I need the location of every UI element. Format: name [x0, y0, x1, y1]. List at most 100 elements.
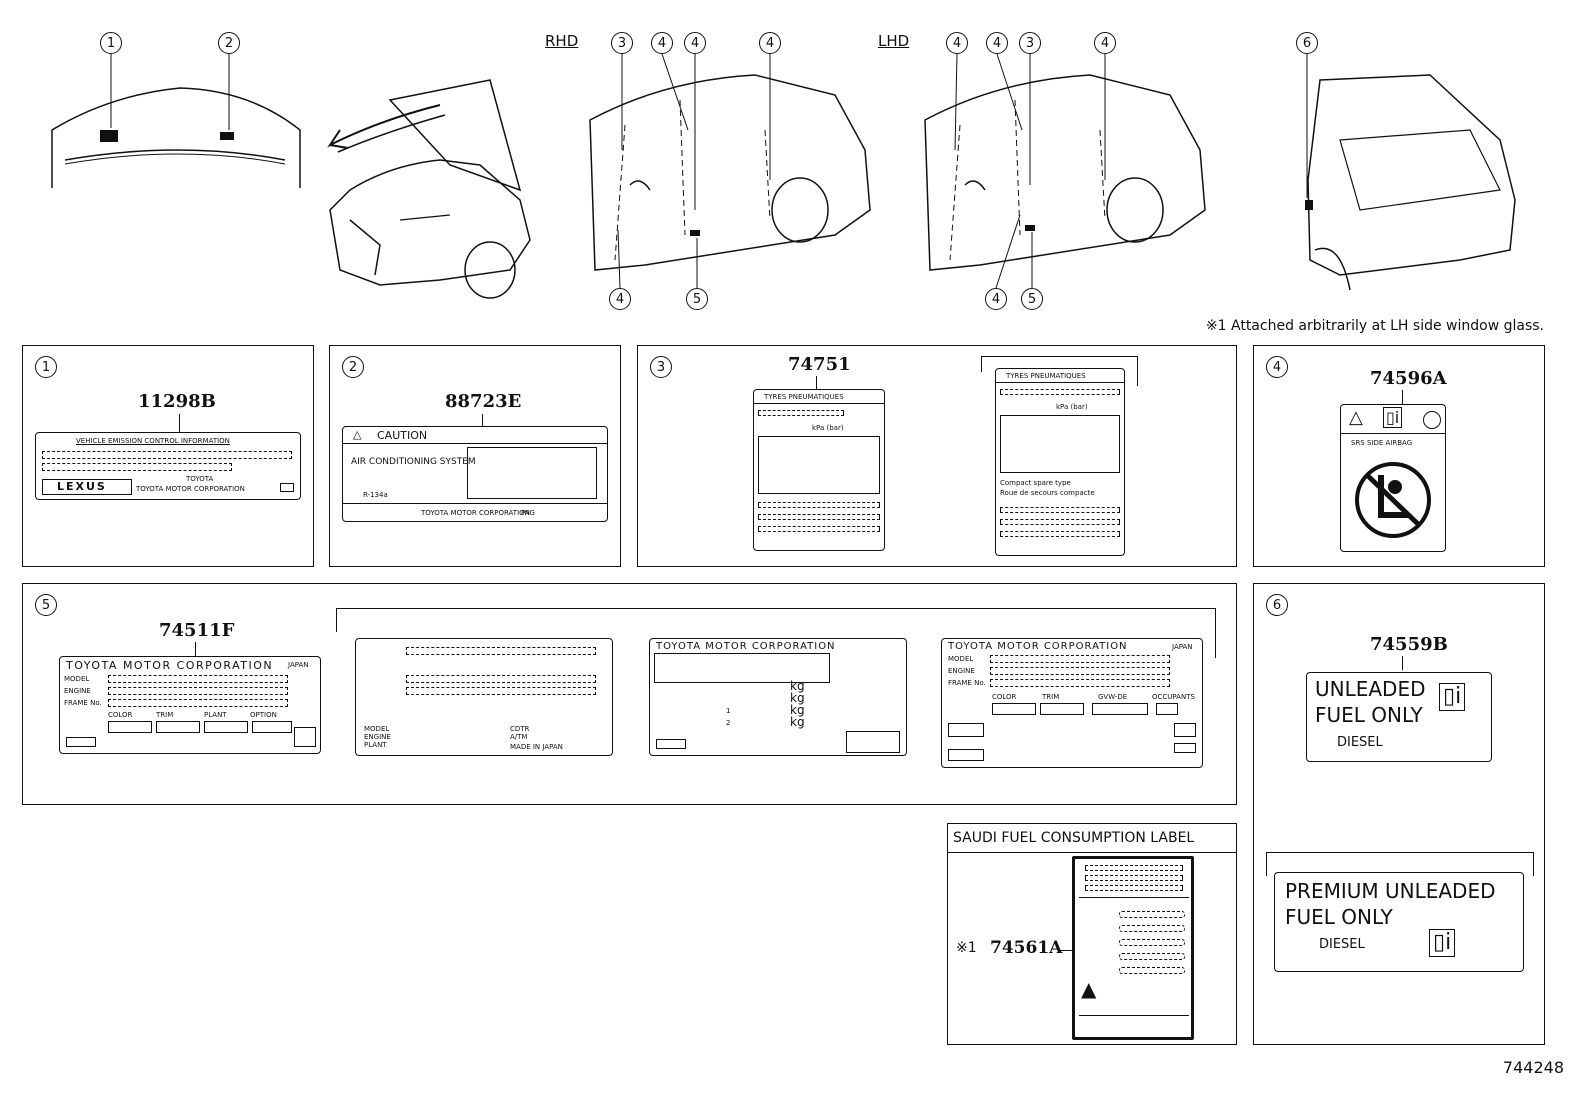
tyre-label-b: TYRES PNEUMATIQUES kPa (bar) Compact spa…: [995, 368, 1125, 556]
ac-caution-label: CAUTION △ AIR CONDITIONING SYSTEM R-134a…: [342, 426, 608, 522]
callout-5-rhd: 5: [686, 288, 708, 310]
panel-1: 1 11298B VEHICLE EMISSION CONTROL INFORM…: [22, 345, 314, 567]
callout-3-lhd: 3: [1019, 32, 1041, 54]
saudi-warning-triangle-icon: ▲: [1081, 977, 1097, 1001]
manual-book-icon: ▯i: [1429, 929, 1456, 957]
vin-plate-c: TOYOTA MOTOR CORPORATION kg kg kg kg 1 2: [649, 638, 907, 756]
manual-book-icon: ▯i: [1383, 407, 1403, 428]
pag-text: PAG: [521, 509, 535, 517]
vin-plate-a-trim: TRIM: [156, 711, 174, 719]
srs-airbag-text: SRS SIDE AIRBAG: [1351, 439, 1413, 447]
part-number-74751: 74751: [788, 354, 851, 375]
vin-plate-a-model: MODEL: [64, 675, 90, 683]
unleaded-text: UNLEADED: [1315, 677, 1426, 701]
tyre-label-a: TYRES PNEUMATIQUES kPa (bar): [753, 389, 885, 551]
lexus-logo-text: LEXUS: [57, 480, 107, 493]
warning-triangle-icon: △: [353, 428, 362, 441]
vin-plate-d-frame: FRAME No.: [948, 679, 986, 687]
callout-4-rhd-a: 4: [651, 32, 673, 54]
panel-1-callout: 1: [35, 356, 57, 378]
vin-plate-a-japan: JAPAN: [288, 661, 309, 669]
vin-plate-c-maker: TOYOTA MOTOR CORPORATION: [656, 641, 836, 652]
vin-plate-c-kg-1: kg: [790, 679, 805, 693]
panel-2: 2 88723E CAUTION △ AIR CONDITIONING SYST…: [329, 345, 621, 567]
diesel-text: DIESEL: [1337, 735, 1383, 750]
caution-text: CAUTION: [377, 429, 428, 442]
vin-plate-d-engine: ENGINE: [948, 667, 975, 675]
vin-plate-c-one: 1: [726, 707, 731, 715]
vin-plate-a-plant: PLANT: [204, 711, 227, 719]
panel-4: 4 74596A △ ▯i SRS SIDE AIRBAG: [1253, 345, 1545, 567]
callout-4-lhd-c: 4: [1094, 32, 1116, 54]
fuel-only-text: FUEL ONLY: [1315, 703, 1423, 727]
callout-5-lhd: 5: [1021, 288, 1043, 310]
emission-label: VEHICLE EMISSION CONTROL INFORMATION LEX…: [35, 432, 301, 500]
srs-airbag-label: △ ▯i SRS SIDE AIRBAG: [1340, 404, 1446, 552]
callout-4-rhd-c: 4: [759, 32, 781, 54]
vin-plate-b-engine: ENGINE: [364, 733, 391, 741]
vin-plate-c-kg-3: kg: [790, 703, 805, 717]
saudi-fuel-panel: SAUDI FUEL CONSUMPTION LABEL ※1 74561A ▲: [947, 823, 1237, 1045]
vin-plate-b-model: MODEL: [364, 725, 390, 733]
part-number-74596a: 74596A: [1370, 368, 1447, 389]
tyre-label-b-roue: Roue de secours compacte: [1000, 489, 1095, 497]
panel-2-callout: 2: [342, 356, 364, 378]
rhd-label: RHD: [545, 32, 579, 50]
part-number-88723e: 88723E: [445, 391, 522, 412]
vin-plate-c-kg-4: kg: [790, 715, 805, 729]
vin-plate-d: TOYOTA MOTOR CORPORATION JAPAN MODEL ENG…: [941, 638, 1203, 768]
circle-icon: [1423, 411, 1441, 429]
diesel-text-2: DIESEL: [1319, 937, 1365, 952]
part-number-74511f: 74511F: [159, 620, 235, 641]
panel-6: 6 74559B UNLEADED FUEL ONLY DIESEL ▯i PR…: [1253, 583, 1545, 1045]
vin-plate-d-gvwr: GVW-DE: [1098, 693, 1128, 701]
toyota-text: TOYOTA: [186, 475, 214, 483]
vin-plate-a: TOYOTA MOTOR CORPORATION JAPAN MODEL ENG…: [59, 656, 321, 754]
vin-plate-d-model: MODEL: [948, 655, 974, 663]
callout-3-rhd: 3: [611, 32, 633, 54]
part-number-74559b: 74559B: [1370, 634, 1448, 655]
callout-4-rhd-d: 4: [609, 288, 631, 310]
vin-plate-d-trim: TRIM: [1042, 693, 1060, 701]
illustration-arrow: [327, 104, 446, 153]
vin-plate-b-atm: A/TM: [510, 733, 528, 741]
panel-5-callout: 5: [35, 594, 57, 616]
callout-4-rhd-b: 4: [684, 32, 706, 54]
vin-plate-a-frame: FRAME No.: [64, 699, 102, 707]
part-number-11298b: 11298B: [138, 391, 216, 412]
emission-label-title: VEHICLE EMISSION CONTROL INFORMATION: [76, 437, 230, 445]
callout-4-lhd-d: 4: [985, 288, 1007, 310]
saudi-title: SAUDI FUEL CONSUMPTION LABEL: [953, 830, 1195, 846]
warning-triangle-icon: △: [1349, 407, 1363, 428]
lexus-logo-box: LEXUS: [42, 479, 132, 495]
lhd-label: LHD: [878, 32, 910, 50]
saudi-mark: ※1: [956, 940, 977, 956]
vin-plate-c-kg-2: kg: [790, 691, 805, 705]
refrigerant-text: R-134a: [363, 491, 388, 499]
illustration-car-rear: [1305, 74, 1516, 291]
callout-4-lhd-a: 4: [946, 32, 968, 54]
toyota-corp-text: TOYOTA MOTOR CORPORATION: [136, 485, 245, 493]
callout-leaders: [110, 53, 1308, 289]
tyre-label-a-title: TYRES PNEUMATIQUES: [764, 393, 844, 401]
panel-5: 5 74511F TOYOTA MOTOR CORPORATION JAPAN …: [22, 583, 1237, 805]
panel-6-callout: 6: [1266, 594, 1288, 616]
vin-plate-d-maker: TOYOTA MOTOR CORPORATION: [948, 641, 1128, 652]
vin-plate-a-color: COLOR: [108, 711, 133, 719]
illustration-car-side-rhd: [589, 74, 871, 271]
unleaded-fuel-label: UNLEADED FUEL ONLY DIESEL ▯i: [1306, 672, 1492, 762]
panel-3-callout: 3: [650, 356, 672, 378]
panel-4-callout: 4: [1266, 356, 1288, 378]
vin-plate-d-color: COLOR: [992, 693, 1017, 701]
vin-plate-a-maker: TOYOTA MOTOR CORPORATION: [66, 659, 274, 672]
vin-plate-d-occupants: OCCUPANTS: [1152, 693, 1195, 701]
manual-book-icon: ▯i: [1439, 683, 1466, 711]
vin-plate-b-cdtr: CDTR: [510, 725, 530, 733]
illustration-hood-closeup: [51, 87, 301, 188]
tyre-label-b-title: TYRES PNEUMATIQUES: [1006, 372, 1086, 380]
vin-plate-a-engine: ENGINE: [64, 687, 91, 695]
tyre-label-b-compact: Compact spare type: [1000, 479, 1071, 487]
part-number-74561a: 74561A: [990, 938, 1063, 958]
vin-plate-b: MODEL ENGINE PLANT CDTR A/TM MADE IN JAP…: [355, 638, 613, 756]
callout-6-rear: 6: [1296, 32, 1318, 54]
